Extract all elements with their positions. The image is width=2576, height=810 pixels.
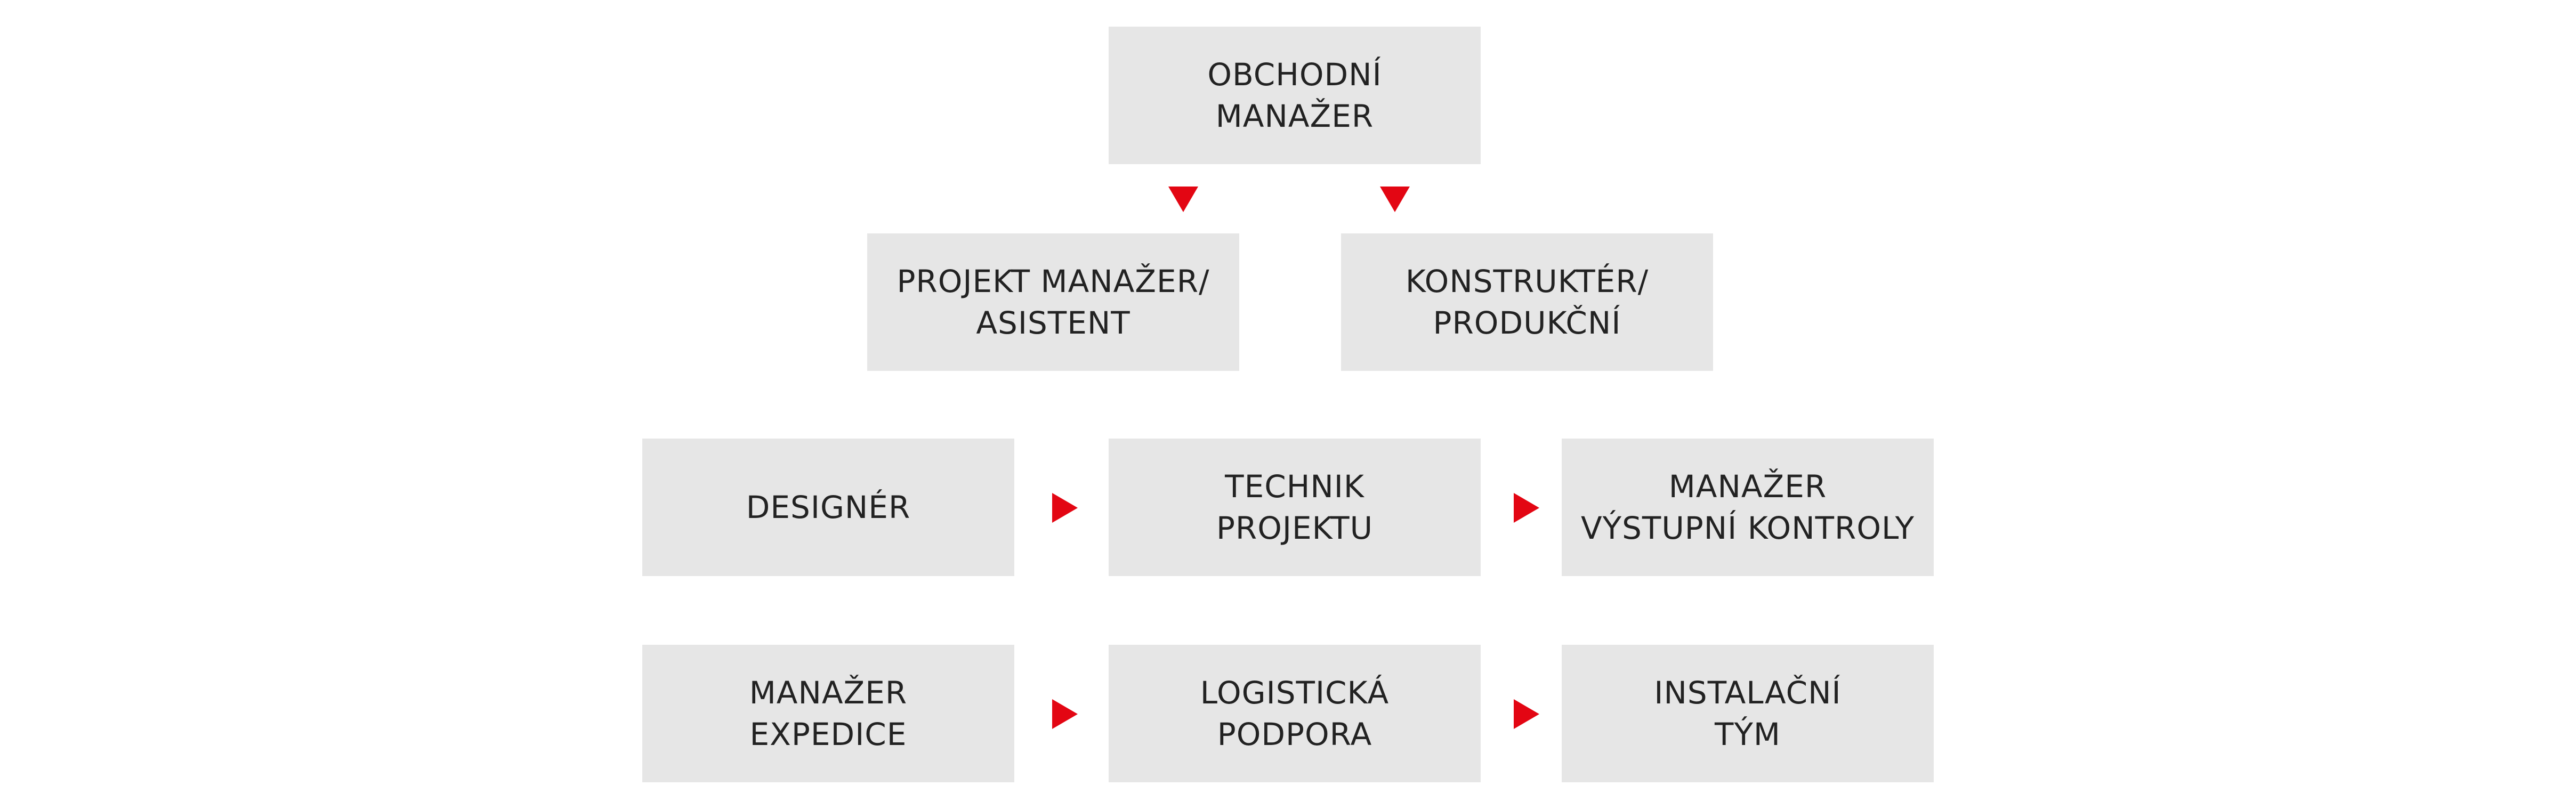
node-label: KONSTRUKTÉR/ PRODUKČNÍ (1405, 263, 1649, 341)
node-dispatch-manager: MANAŽER EXPEDICE (642, 645, 1014, 782)
node-label: OBCHODNÍ MANAŽER (1207, 56, 1382, 134)
arrow-down-icon (1168, 187, 1198, 212)
node-installation-team: INSTALAČNÍ TÝM (1562, 645, 1934, 782)
node-label: PROJEKT MANAŽER/ ASISTENT (897, 263, 1210, 341)
node-label: DESIGNÉR (746, 489, 911, 525)
node-label: MANAŽER EXPEDICE (749, 675, 908, 752)
arrow-right-icon (1052, 699, 1078, 729)
node-label: TECHNIK PROJEKTU (1216, 468, 1374, 546)
node-quality-manager: MANAŽER VÝSTUPNÍ KONTROLY (1562, 439, 1934, 576)
node-logistics: LOGISTICKÁ PODPORA (1109, 645, 1481, 782)
node-label: MANAŽER VÝSTUPNÍ KONTROLY (1580, 468, 1915, 546)
node-designer: DESIGNÉR (642, 439, 1014, 576)
node-label: LOGISTICKÁ PODPORA (1200, 675, 1390, 752)
node-sales-manager: OBCHODNÍ MANAŽER (1109, 27, 1481, 164)
arrow-right-icon (1514, 493, 1539, 523)
arrow-down-icon (1380, 187, 1410, 212)
node-label: INSTALAČNÍ TÝM (1654, 675, 1842, 752)
arrow-right-icon (1052, 493, 1078, 523)
arrow-right-icon (1514, 699, 1539, 729)
node-project-manager: PROJEKT MANAŽER/ ASISTENT (867, 233, 1239, 371)
node-designer-producer: KONSTRUKTÉR/ PRODUKČNÍ (1341, 233, 1713, 371)
node-project-technician: TECHNIK PROJEKTU (1109, 439, 1481, 576)
